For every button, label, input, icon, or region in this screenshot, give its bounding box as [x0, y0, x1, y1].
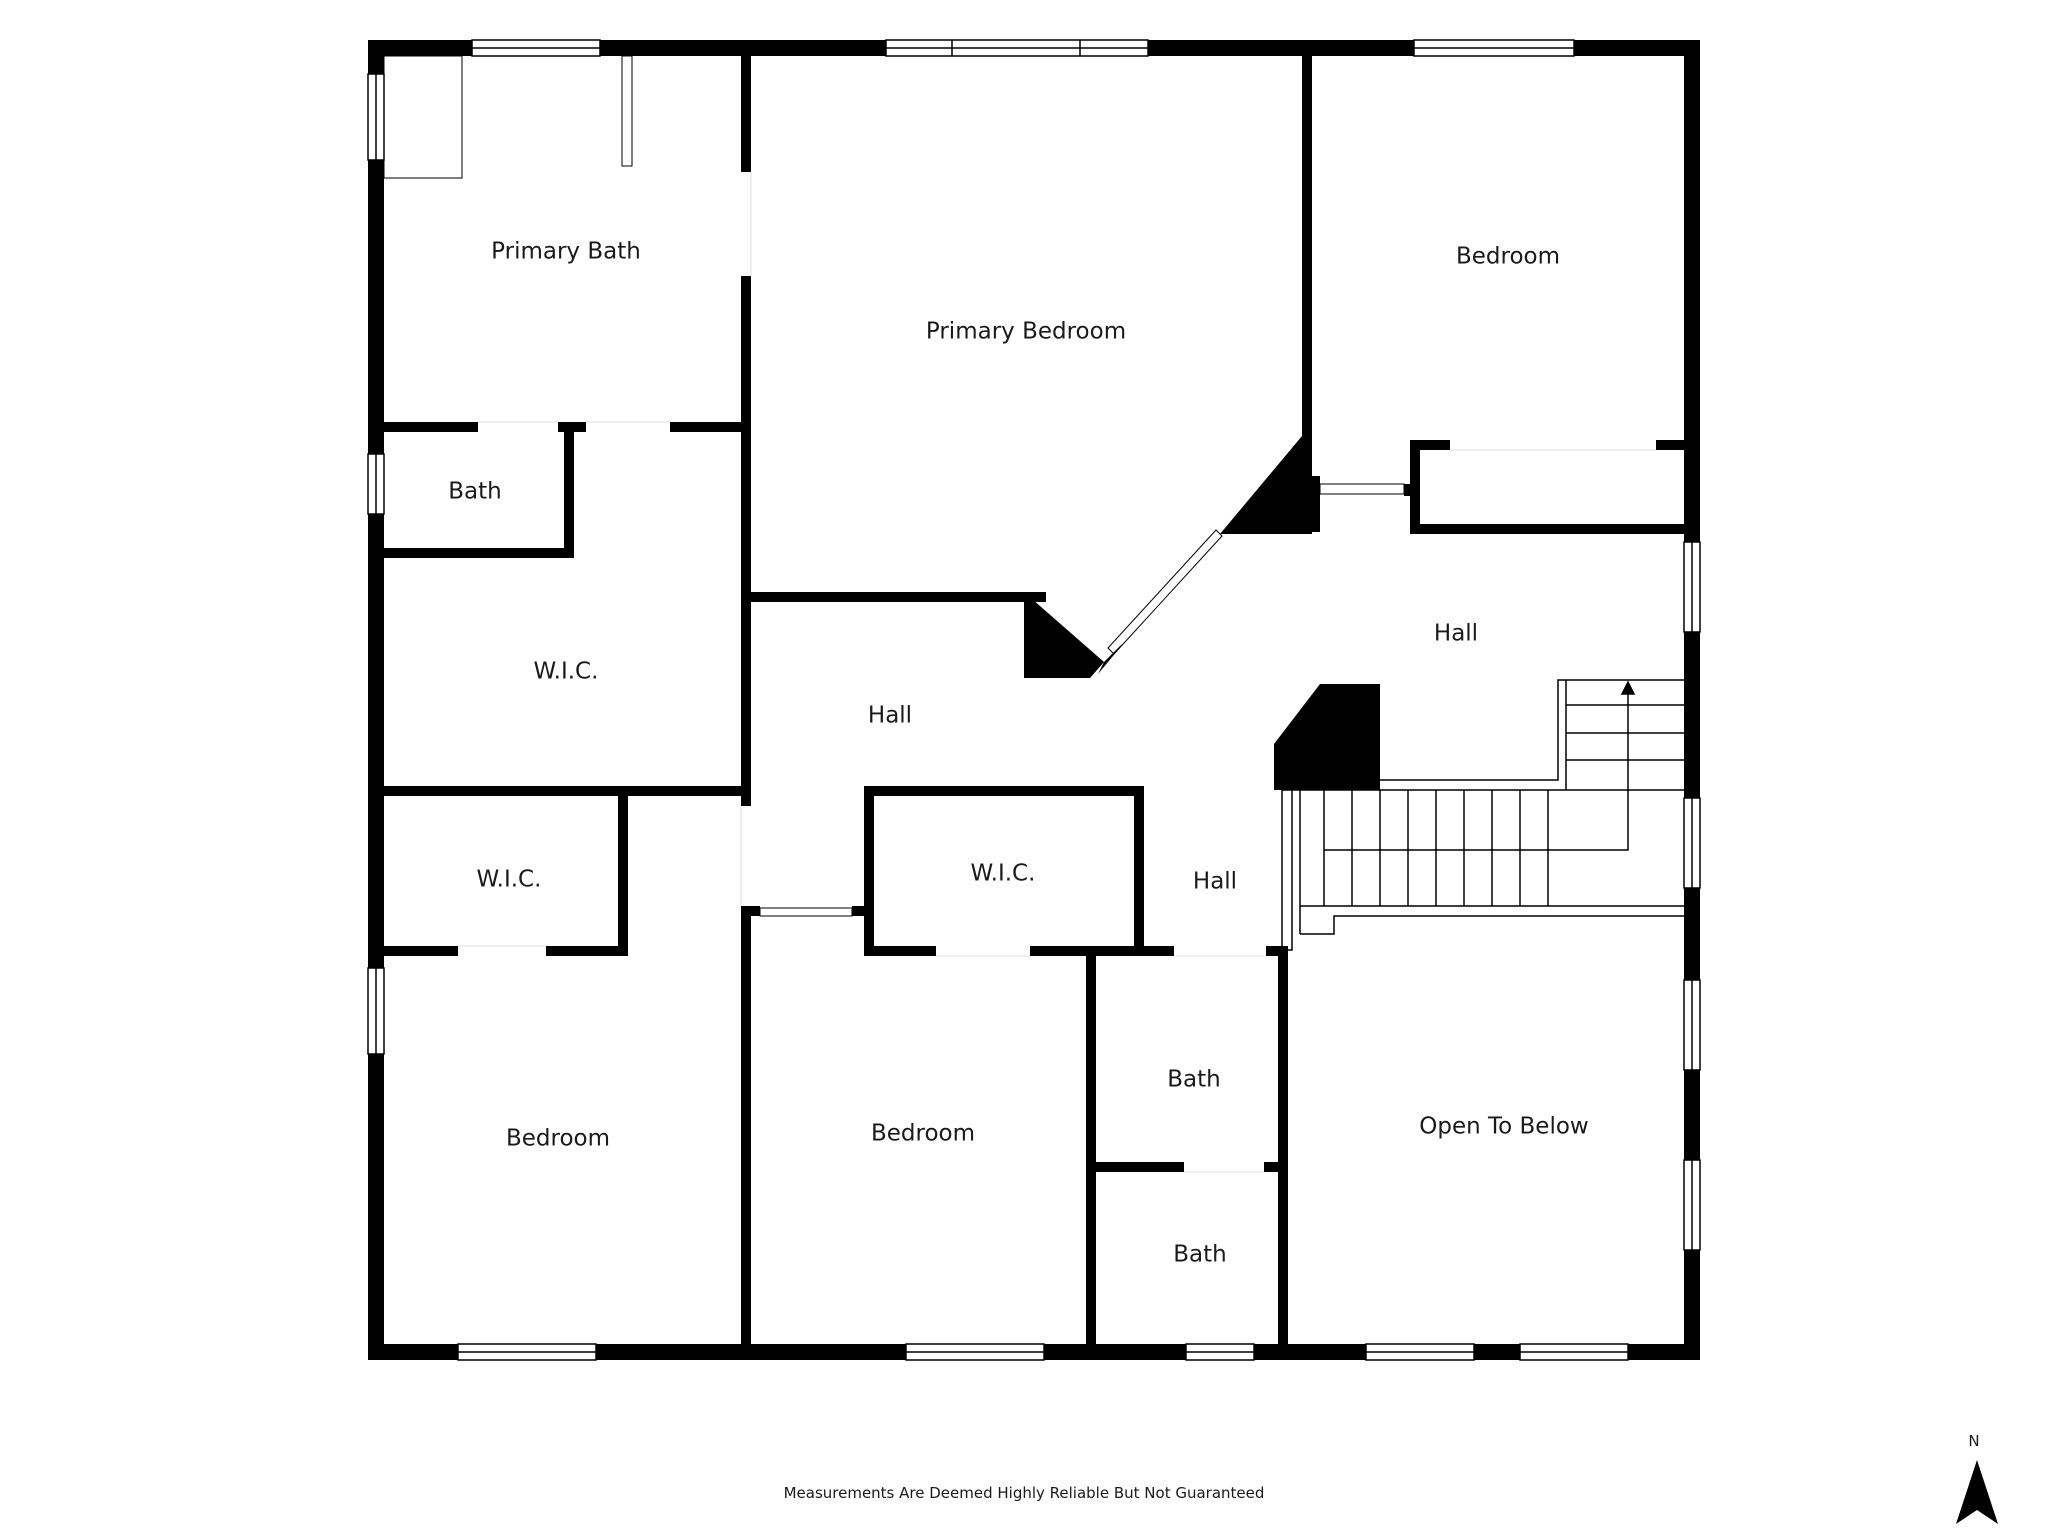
north-label: N [1968, 1432, 1980, 1450]
room-label-wic-upper: W.I.C. [534, 659, 599, 685]
room-label-hall-center: Hall [868, 703, 912, 729]
windows [367, 39, 1701, 1361]
room-label-bedroom-ne: Bedroom [1456, 244, 1560, 270]
disclaimer: Measurements Are Deemed Highly Reliable … [783, 1484, 1265, 1502]
room-labels: Primary Bath Primary Bedroom Bedroom Bat… [448, 239, 1588, 1268]
stairs [1281, 679, 1684, 951]
room-label-bath-s1: Bath [1167, 1067, 1220, 1093]
north-arrow-icon [1956, 1460, 1998, 1524]
room-label-open-to-below: Open To Below [1419, 1114, 1588, 1140]
openings [383, 55, 1656, 1173]
room-label-bedroom-s: Bedroom [871, 1121, 975, 1147]
room-label-primary-bedroom: Primary Bedroom [926, 319, 1126, 345]
room-label-hall-east: Hall [1434, 621, 1478, 647]
room-label-primary-bath: Primary Bath [491, 239, 641, 265]
room-label-bath-s2: Bath [1173, 1242, 1226, 1268]
room-label-wic-west: W.I.C. [477, 867, 542, 893]
room-label-bedroom-sw: Bedroom [506, 1126, 610, 1152]
room-label-wic-center: W.I.C. [971, 861, 1036, 887]
room-label-bath-small: Bath [448, 479, 501, 505]
room-label-hall-south: Hall [1193, 869, 1237, 895]
